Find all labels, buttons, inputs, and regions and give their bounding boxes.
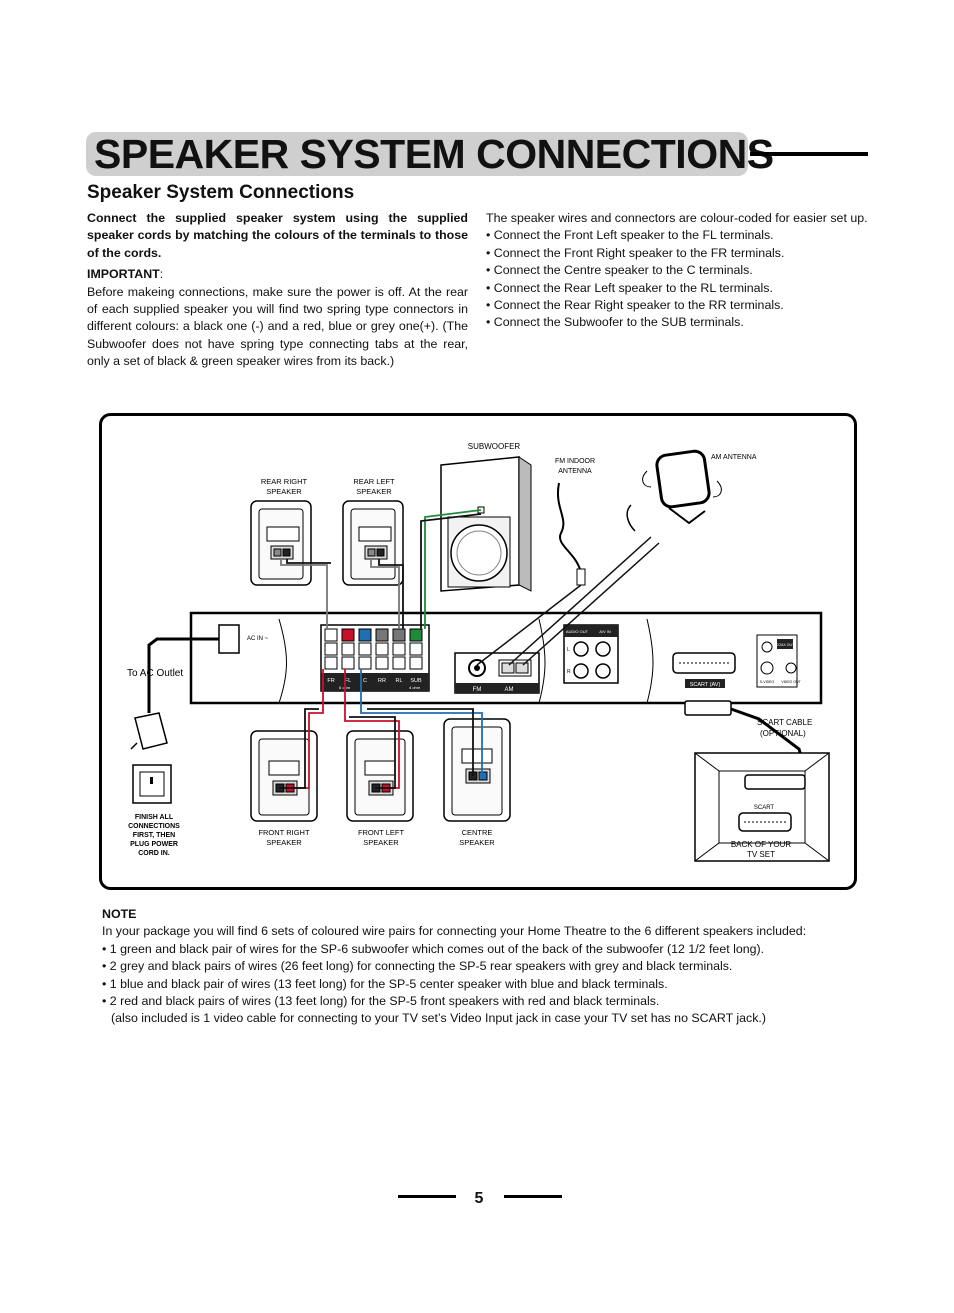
finish-line-1: FINISH ALL: [135, 814, 174, 821]
terminal-rl-label: RL: [395, 678, 402, 684]
wire-item: 1 green and black pair of wires for the …: [102, 941, 862, 958]
svideo-label: S-VIDEO: [760, 680, 775, 684]
finish-line-3: FIRST, THEN: [133, 832, 175, 839]
step-item: Connect the Front Left speaker to the FL…: [486, 227, 870, 244]
note-extra: (also included is 1 video cable for conn…: [111, 1011, 766, 1026]
back-tv-label-2: TV SET: [747, 850, 775, 859]
centre-label-1: CENTRE: [462, 828, 493, 837]
scart-av-label: SCART (AV): [690, 682, 721, 688]
rear-right-speaker: REAR RIGHT SPEAKER: [250, 477, 312, 586]
front-left-label-1: FRONT LEFT: [358, 828, 405, 837]
step-item: Connect the Subwoofer to the SUB termina…: [486, 314, 870, 331]
rear-right-label-2: SPEAKER: [266, 487, 302, 496]
centre-speaker: CENTRE SPEAKER: [443, 718, 511, 847]
subwoofer-label: SUBWOOFER: [468, 442, 521, 451]
colour-code-intro: The speaker wires and connectors are col…: [486, 211, 868, 225]
important-heading: IMPORTANT:: [87, 266, 468, 283]
finish-line-2: CONNECTIONS: [128, 823, 180, 830]
back-tv-label-1: BACK OF YOUR: [731, 840, 792, 849]
receiver-rear-panel: AC IN ~ FR FL C: [189, 611, 823, 705]
connection-steps: Connect the Front Left speaker to the FL…: [486, 227, 870, 331]
intro-paragraph: Connect the supplied speaker system usin…: [87, 211, 468, 260]
page-title: SPEAKER SYSTEM CONNECTIONS: [94, 131, 774, 177]
rear-right-label-1: REAR RIGHT: [261, 477, 308, 486]
footer-rule-right: [504, 1195, 562, 1198]
front-right-speaker: FRONT RIGHT SPEAKER: [250, 730, 318, 847]
finish-line-5: CORD IN.: [138, 850, 170, 857]
video-out-label: VIDEO OUT: [781, 680, 801, 684]
tv-scart-label: SCART: [754, 805, 775, 811]
terminal-rr-label: RR: [378, 678, 386, 684]
scart-cable-label-2: (OPTIONAL): [760, 729, 806, 738]
note-intro: In your package you will find 6 sets of …: [102, 924, 807, 939]
fm-terminal-label: FM: [473, 687, 482, 693]
connection-diagram: SUBWOOFER FM INDOOR ANTENNA AM ANTENNA R…: [99, 413, 857, 890]
wire-item: 2 grey and black pairs of wires (26 feet…: [102, 958, 862, 975]
terminal-sub-label: SUB: [410, 678, 422, 684]
front-right-label-1: FRONT RIGHT: [258, 828, 310, 837]
title-banner: SPEAKER SYSTEM CONNECTIONS: [86, 132, 774, 176]
scart-connection: SCART CABLE (OPTIONAL) SCART BACK OF YOU…: [684, 700, 830, 862]
audio-out-label: AUDIO OUT: [566, 629, 589, 634]
front-left-speaker: FRONT LEFT SPEAKER: [346, 730, 414, 847]
terminal-fl-label: FL: [345, 678, 351, 684]
title-rule: [750, 152, 868, 156]
page-number: 5: [474, 1190, 484, 1207]
step-item: Connect the Centre speaker to the C term…: [486, 262, 870, 279]
important-paragraph: Before makeing connections, make sure th…: [87, 284, 468, 369]
ac-in-label: AC IN ~: [247, 636, 269, 642]
step-item: Connect the Rear Left speaker to the RL …: [486, 280, 870, 297]
coax-label: COAX OUT: [776, 643, 795, 647]
wire-item: 2 red and black pairs of wires (13 feet …: [102, 993, 862, 1010]
terminal-c-label: C: [363, 678, 367, 684]
av-in-label: A/V IN: [599, 629, 611, 634]
wire-list: 1 green and black pair of wires for the …: [102, 941, 862, 1011]
ohm-right-label: 4 ohm: [409, 685, 421, 690]
am-antenna: AM ANTENNA: [626, 449, 757, 532]
footer-rule-left: [398, 1195, 456, 1198]
rear-left-speaker: REAR LEFT SPEAKER: [342, 477, 404, 586]
important-colon: :: [159, 267, 164, 282]
important-label: IMPORTANT: [87, 267, 160, 282]
note-section: NOTE In your package you will find 6 set…: [102, 906, 862, 1028]
front-left-label-2: SPEAKER: [363, 838, 399, 847]
ac-power: To AC Outlet FINISH ALL CONNECTIONS FIRS…: [127, 637, 219, 857]
scart-cable-label-1: SCART CABLE: [757, 718, 812, 727]
finish-line-4: PLUG POWER: [130, 841, 178, 848]
left-channel-label: L: [567, 647, 570, 653]
fm-antenna-label-2: ANTENNA: [558, 468, 592, 475]
am-terminal-label: AM: [505, 687, 514, 693]
speaker-wires: [279, 509, 660, 789]
rear-left-label-2: SPEAKER: [356, 487, 392, 496]
fm-antenna-label-1: FM INDOOR: [555, 458, 595, 465]
right-column: The speaker wires and connectors are col…: [486, 210, 870, 332]
terminal-fr-label: FR: [327, 678, 334, 684]
note-title: NOTE: [102, 907, 137, 921]
ac-outlet-label: To AC Outlet: [127, 668, 183, 679]
subwoofer: SUBWOOFER: [440, 442, 532, 592]
right-channel-label: R: [567, 669, 571, 675]
am-antenna-label: AM ANTENNA: [711, 454, 757, 461]
left-column: Connect the supplied speaker system usin…: [87, 210, 468, 371]
step-item: Connect the Rear Right speaker to the RR…: [486, 297, 870, 314]
section-heading: Speaker System Connections: [87, 182, 355, 203]
step-item: Connect the Front Right speaker to the F…: [486, 245, 870, 262]
centre-label-2: SPEAKER: [459, 838, 495, 847]
rear-left-label-1: REAR LEFT: [353, 477, 395, 486]
fm-antenna: FM INDOOR ANTENNA: [555, 458, 595, 586]
wire-item: 1 blue and black pair of wires (13 feet …: [102, 976, 862, 993]
terminal-block: FR FL C RR RL SUB 6 ohm 4 ohm: [321, 628, 429, 691]
front-right-label-2: SPEAKER: [266, 838, 302, 847]
